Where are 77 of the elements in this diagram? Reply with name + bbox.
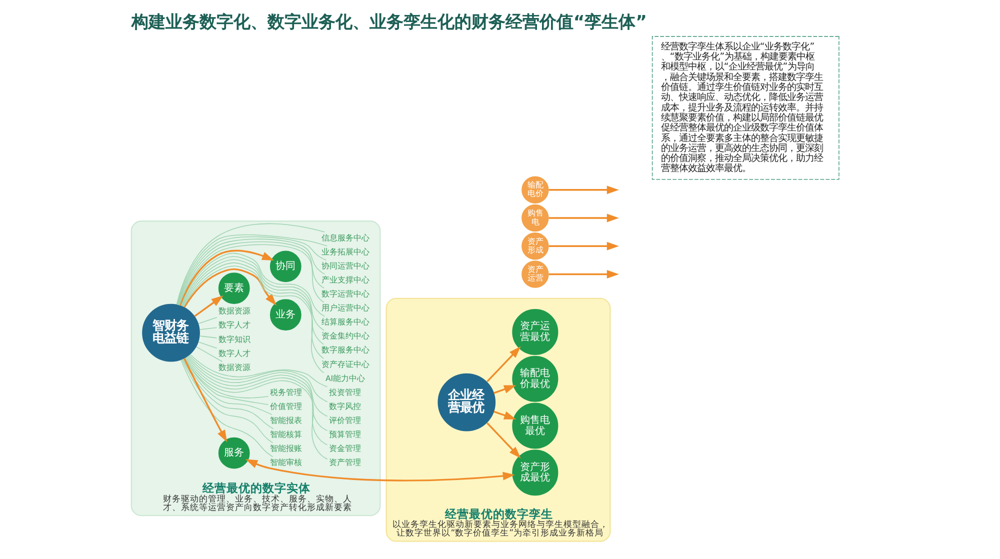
connector <box>182 358 274 430</box>
node-circle: 购售电最优 <box>512 402 558 449</box>
node-circle: 输配电价 <box>522 176 549 204</box>
node-circle: 业务 <box>270 299 302 331</box>
node-box: 经营数字孪生体系以企业“业务数字化”、“数字业务化”为基础，构建要素中枢和模型中枢，以“企业经营最优”为导向，融合关键场景和全要素，搭建数字孪生价值链。通过孪生价值链对业务的实时互动、快速响应、动态优化，降低业务运营成本，提升业务及流程的运转效率。并持续慧聚要素价值，构建以局部价值链最优促经营整体最优的企业级数字孪生价值体系，通过全要素多主体的整合实现更敏捷的业务运营，更高效的生态协同，更深刻的价值洞察，推动全局决策优化，助力经营整体效益效率最优。 <box>652 36 840 180</box>
arrow <box>184 268 277 308</box>
node-text: 产业支撑中心 <box>322 275 370 284</box>
connector <box>183 358 272 416</box>
node-text: 信息服务中心 <box>322 233 370 242</box>
node-text: 业务拓展中心 <box>322 247 370 256</box>
node-text: 资金管理 <box>328 444 361 454</box>
node-circle: 智财务电益链 <box>142 304 200 362</box>
node-circle: 资产运营最优 <box>512 309 558 356</box>
connector <box>182 259 324 345</box>
node-text: 数字人才 <box>218 348 250 358</box>
node-text: 资产存证中心 <box>322 360 370 369</box>
node-circle: 资产形成 <box>522 232 549 260</box>
arrow <box>548 214 619 222</box>
node-text: 用户运营中心 <box>322 304 370 313</box>
connector <box>180 359 274 458</box>
node-text: 智能审核 <box>270 458 302 468</box>
node-circle: 服务 <box>218 437 250 469</box>
arrow <box>494 385 516 394</box>
connector <box>182 358 274 444</box>
diagram-title: 构建业务数字化、数字业务化、业务孪生化的财务经营价值“孪生体” <box>131 12 647 33</box>
arrow <box>486 346 521 382</box>
arrow <box>183 358 228 442</box>
node-text: 数字服务中心 <box>322 346 370 355</box>
node-text: 协同运营中心 <box>322 261 370 270</box>
node-circle: 要素 <box>218 272 250 304</box>
node-circle: 输配电价最优 <box>512 356 558 402</box>
connector <box>184 358 328 460</box>
node-text: 数字运营中心 <box>322 289 370 298</box>
node-text: 数字知识 <box>218 334 250 344</box>
node-text: 资产管理 <box>328 458 361 468</box>
connector <box>199 336 218 338</box>
node-label: 以业务孪生化驱动新要素与业务网络与孪生模型融合，让数字世界以“数字价值孪生”为牵引形成业务新格局 <box>392 520 608 539</box>
node-text: 税务管理 <box>270 388 302 397</box>
connector <box>183 266 324 374</box>
node-text: 数字人才 <box>218 320 250 330</box>
connector <box>180 252 326 317</box>
connector <box>182 262 324 359</box>
node-circle: 企业经营最优 <box>438 373 496 432</box>
node-text: 评价管理 <box>328 416 361 425</box>
node-circle: 协同 <box>270 250 302 282</box>
connector <box>198 342 218 349</box>
connector <box>198 316 218 324</box>
arrow <box>548 270 619 278</box>
connector <box>196 346 223 362</box>
connector <box>186 357 328 446</box>
node-text: 数字风控 <box>328 402 361 411</box>
node-text: 数据资源 <box>218 306 250 316</box>
node-text: AI能力中心 <box>325 374 366 383</box>
connector <box>199 327 218 330</box>
connector <box>188 354 328 402</box>
arrow <box>548 186 619 194</box>
connector <box>188 356 328 417</box>
node-text: 数据资源 <box>218 362 250 372</box>
arrow <box>245 459 515 482</box>
arrow <box>494 410 516 420</box>
arrow <box>486 422 521 458</box>
node-text: 结算服务中心 <box>322 318 370 327</box>
node-circle: 购售电 <box>522 204 549 232</box>
connector <box>186 356 328 432</box>
node-text: 智能报账 <box>270 444 302 454</box>
node-text: 投资管理 <box>328 388 361 397</box>
node-circle: 资产运营 <box>522 260 549 288</box>
arrow <box>548 242 619 250</box>
arrow <box>194 295 224 317</box>
node-circle: 资产形成最优 <box>512 450 558 496</box>
connector <box>190 354 328 388</box>
node-text: 预算管理 <box>328 430 361 440</box>
node-text: 智能报表 <box>270 416 302 425</box>
node-text: 智能核算 <box>270 430 302 440</box>
node-text: 资金集约中心 <box>322 332 370 341</box>
node-label: 财务驱动的管理、业务、技术、服务、实物、人才、系统等运营资产向数字资产转化形成新要素 <box>163 494 352 513</box>
node-text: 价值管理 <box>270 402 302 411</box>
